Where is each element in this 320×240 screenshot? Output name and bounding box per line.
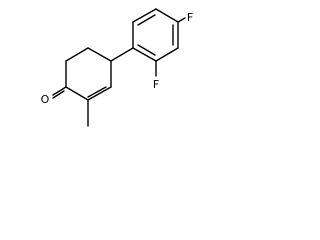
- bond-ar-inner-3: [137, 44, 156, 56]
- bond-ar6-ar1: [132, 47, 157, 62]
- bond-c5-c4: [87, 47, 112, 62]
- bond-c6-c5: [65, 47, 89, 62]
- bond-ar5-ar6: [155, 47, 179, 62]
- oxygen-label: O: [41, 93, 50, 106]
- fluorine-para-label: F: [187, 11, 193, 24]
- bond-c4-aryl: [110, 47, 134, 62]
- bond-ar2-ar3: [132, 8, 157, 23]
- bond-ar4-f: [177, 17, 186, 23]
- structural-formula: O F F: [41, 8, 193, 127]
- bond-c3-c2-double: [87, 86, 107, 98]
- bond-c1-o: [52, 86, 67, 96]
- bond-c3-c2: [87, 86, 112, 101]
- bond-ar3-ar4: [155, 8, 179, 23]
- bond-ar-inner-1: [137, 14, 156, 26]
- bond-c2-c1: [65, 86, 89, 101]
- bond-c1-o-double: [52, 90, 65, 99]
- fluorine-ortho-label: F: [153, 78, 159, 91]
